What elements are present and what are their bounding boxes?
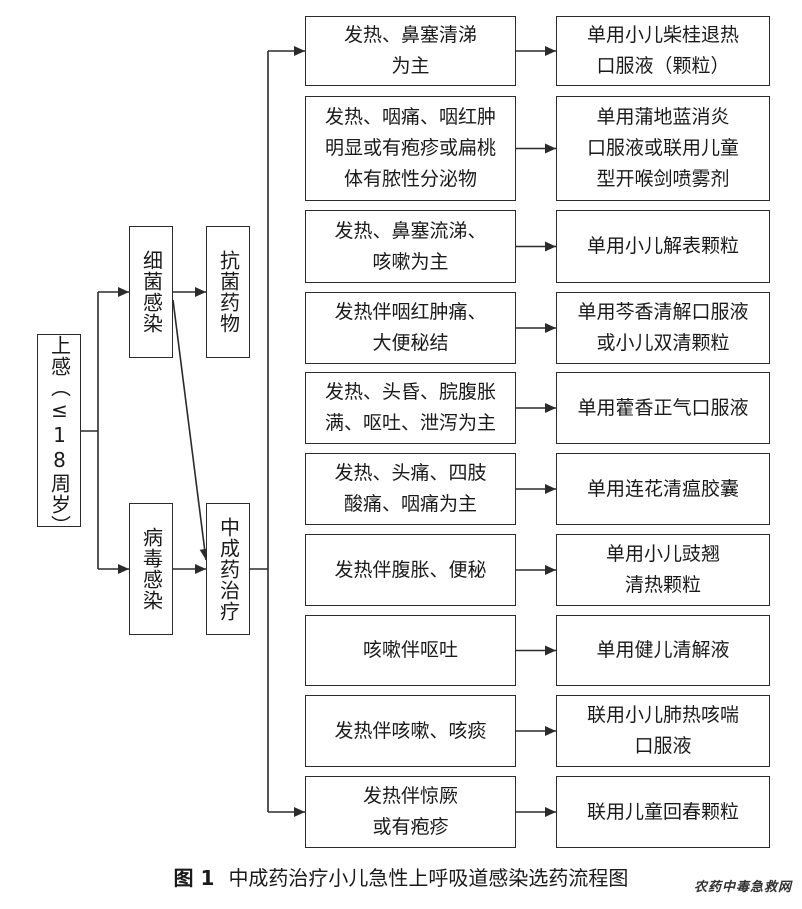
symptom-text: 发热、鼻塞清涕 bbox=[343, 24, 477, 46]
symptom-text: 发热伴咳嗽、咳痰 bbox=[334, 719, 487, 742]
symptom-to-drug-arrow bbox=[545, 46, 556, 56]
to-last-symptom-arrow bbox=[294, 807, 305, 817]
symptom-to-drug-arrow bbox=[545, 241, 556, 252]
drug-text: 单用小儿豉翘 bbox=[605, 543, 720, 565]
symptom-text: 咳嗽为主 bbox=[372, 250, 449, 273]
symptom-box: 发热、鼻塞清涕为主 bbox=[305, 16, 516, 86]
drug-text: 单用芩香清解口服液 bbox=[577, 301, 749, 323]
drug-box: 单用健儿清解液 bbox=[556, 615, 770, 686]
drug-box: 单用芩香清解口服液或小儿双清颗粒 bbox=[556, 292, 770, 364]
drug-box: 联用儿童回春颗粒 bbox=[556, 776, 770, 848]
symptom-text: 大便秘结 bbox=[372, 332, 449, 354]
symptom-box: 发热、头痛、四肢酸痛、咽痛为主 bbox=[305, 453, 516, 525]
drug-box: 单用连花清瘟胶囊 bbox=[556, 453, 770, 525]
symptom-to-drug-arrow bbox=[545, 403, 556, 413]
figure-caption: 图 1 中成药治疗小儿急性上呼吸道感染选药流程图 bbox=[0, 862, 802, 891]
branch-viral-infection: 病毒感染 bbox=[129, 503, 173, 635]
symptom-box: 发热伴咳嗽、咳痰 bbox=[305, 695, 516, 767]
symptom-to-drug-arrow bbox=[545, 143, 556, 154]
drug-box: 单用小儿解表颗粒 bbox=[556, 210, 770, 283]
drug-box: 单用小儿豉翘清热颗粒 bbox=[556, 534, 770, 606]
drug-text: 清热颗粒 bbox=[624, 574, 701, 596]
symptom-text: 发热、咽痛、咽红肿 bbox=[324, 106, 496, 128]
drug-box: 单用藿香正气口服液 bbox=[556, 372, 770, 444]
to-first-symptom-arrow bbox=[294, 46, 305, 56]
symptom-text: 发热、鼻塞流涕、 bbox=[334, 219, 487, 242]
drug-text: 型开喉剑喷雾剂 bbox=[596, 168, 730, 190]
bacterial-to-tcm-line bbox=[172, 299, 207, 561]
symptom-to-drug-arrow bbox=[545, 565, 556, 575]
symptom-box: 发热、咽痛、咽红肿明显或有疱疹或扁桃体有脓性分泌物 bbox=[305, 96, 516, 201]
watermark: 农药中毒急救网 bbox=[693, 880, 792, 895]
drug-box: 单用小儿柴桂退热口服液（颗粒） bbox=[556, 16, 770, 86]
symptom-box: 发热伴咽红肿痛、大便秘结 bbox=[305, 292, 516, 364]
to-viral-arrow bbox=[118, 564, 129, 574]
drug-text: 单用蒲地蓝消炎 bbox=[596, 106, 730, 128]
drug-text: 或小儿双清颗粒 bbox=[596, 332, 730, 354]
drug-text: 单用藿香正气口服液 bbox=[577, 396, 749, 419]
drug-text: 联用小儿肺热咳喘 bbox=[586, 704, 739, 726]
drug-box: 单用蒲地蓝消炎口服液或联用儿童型开喉剑喷雾剂 bbox=[556, 96, 770, 201]
symptom-box: 发热、鼻塞流涕、咳嗽为主 bbox=[305, 210, 516, 283]
symptom-text: 酸痛、咽痛为主 bbox=[343, 493, 477, 515]
symptom-text: 为主 bbox=[391, 55, 430, 77]
symptom-text: 体有脓性分泌物 bbox=[343, 168, 477, 190]
symptom-box: 发热、头昏、脘腹胀满、呕吐、泄泻为主 bbox=[305, 372, 516, 444]
drug-text: 单用健儿清解液 bbox=[596, 639, 730, 661]
drug-text: 单用小儿解表颗粒 bbox=[586, 235, 739, 257]
symptom-to-drug-arrow bbox=[545, 323, 556, 333]
symptom-box: 咳嗽伴呕吐 bbox=[305, 615, 516, 686]
symptom-to-drug-arrow bbox=[545, 484, 556, 494]
drug-text: 口服液或联用儿童 bbox=[586, 137, 739, 159]
symptom-text: 满、呕吐、泄泻为主 bbox=[324, 412, 496, 434]
drug-text: 口服液 bbox=[634, 735, 692, 757]
drug-text: 口服液（颗粒） bbox=[596, 55, 730, 77]
to-bacterial-arrow bbox=[118, 287, 129, 297]
symptom-text: 或有疱疹 bbox=[372, 816, 449, 838]
symptom-text: 发热伴咽红肿痛、 bbox=[334, 301, 487, 323]
bacterial-to-antibiotic-arrow bbox=[195, 287, 206, 297]
symptom-to-drug-arrow bbox=[545, 726, 556, 736]
figure-title: 中成药治疗小儿急性上呼吸道感染选药流程图 bbox=[228, 866, 629, 890]
drug-text: 单用连花清瘟胶囊 bbox=[586, 477, 739, 500]
symptom-text: 发热伴腹胀、便秘 bbox=[334, 558, 487, 581]
symptom-text: 发热伴惊厥 bbox=[362, 785, 458, 807]
symptom-to-drug-arrow bbox=[545, 645, 556, 656]
branch-bacterial-infection: 细菌感染 bbox=[129, 226, 173, 358]
drug-box: 联用小儿肺热咳喘口服液 bbox=[556, 695, 770, 767]
symptom-box: 发热伴惊厥或有疱疹 bbox=[305, 776, 516, 848]
treatment-tcm: 中成药治疗 bbox=[206, 503, 250, 635]
symptom-to-drug-arrow bbox=[545, 807, 556, 817]
symptom-text: 发热、头痛、四肢 bbox=[334, 462, 487, 484]
drug-text: 单用小儿柴桂退热 bbox=[586, 24, 739, 46]
symptom-box: 发热伴腹胀、便秘 bbox=[305, 534, 516, 606]
treatment-antibiotic: 抗菌药物 bbox=[206, 226, 250, 358]
symptom-text: 发热、头昏、脘腹胀 bbox=[324, 381, 496, 403]
symptom-text: 咳嗽伴呕吐 bbox=[362, 639, 458, 661]
drug-text: 联用儿童回春颗粒 bbox=[586, 800, 739, 823]
root-node-upper-respiratory-infection: 上感（≤18周岁） bbox=[37, 334, 81, 536]
figure-number: 图 1 bbox=[173, 866, 215, 890]
viral-to-tcm-arrow bbox=[195, 564, 206, 574]
symptom-text: 明显或有疱疹或扁桃 bbox=[324, 137, 496, 159]
